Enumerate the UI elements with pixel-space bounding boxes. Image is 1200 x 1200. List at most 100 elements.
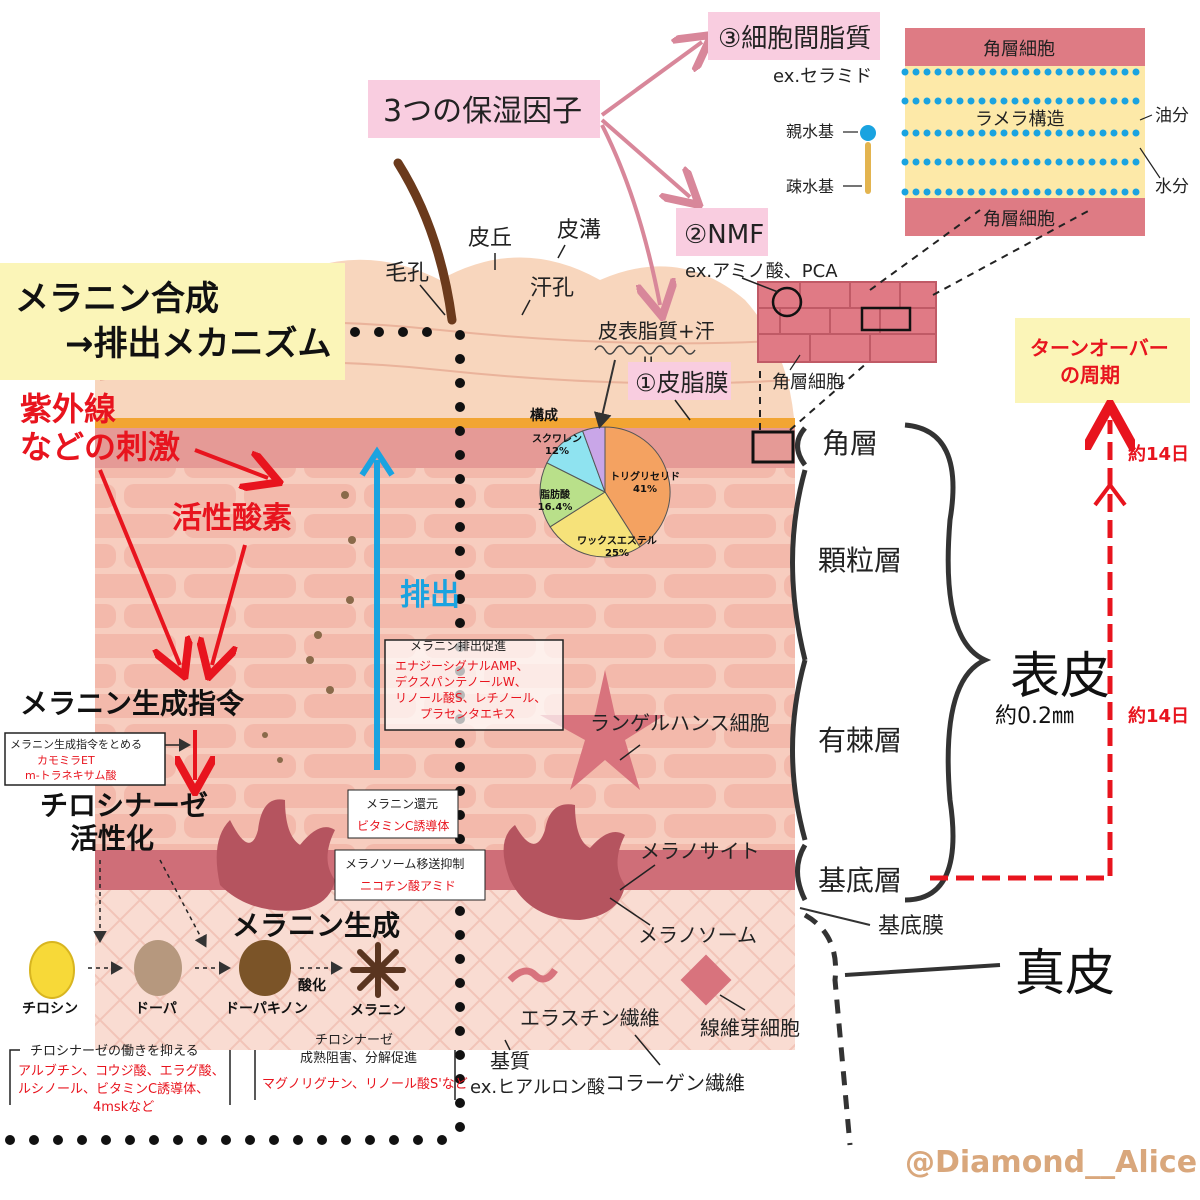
oil-leader: [1139, 114, 1153, 121]
excretion-box-title: メラニン排出促進: [410, 639, 506, 653]
water-leader: [1139, 147, 1161, 179]
sweat-pore-leader: [521, 299, 531, 316]
spinous-label: 有棘層: [818, 724, 902, 757]
excretion-item-4: プラセンタエキス: [420, 707, 516, 721]
hydrophobic-label: 疎水基: [786, 177, 834, 196]
melanin-icon: [350, 942, 406, 998]
turnover-title-1: ターンオーバー: [1030, 336, 1169, 360]
inhibit-item-1: アルブチン、コウジ酸、エラグ酸、: [18, 1063, 225, 1079]
dopa-icon: [134, 940, 182, 996]
skin-cross-section: [95, 158, 795, 1050]
cell-labels: ランゲルハンス細胞 メラノサイト メラノソーム エラスチン繊維 線維芽細胞 基質…: [470, 711, 800, 1098]
sebum-label: ①皮脂膜: [635, 369, 729, 397]
melanin-command-label: メラニン生成指令: [20, 687, 245, 720]
melanocyte-right: [503, 804, 625, 920]
hydrophobic-tail-icon: [865, 142, 871, 194]
hydrophilic-head-icon: [860, 125, 876, 141]
pie-value-2: 16.4%: [538, 502, 573, 513]
epidermis-label: 表皮: [1010, 647, 1110, 705]
basal-label: 基底層: [818, 864, 902, 897]
melanin-mechanism: 紫外線 などの刺激 活性酸素 メラニン生成指令 メラニン生成指令をとめる カモミ…: [4, 390, 468, 1115]
stratum-corneum-label: 角層: [822, 427, 878, 460]
title-line1: メラニン合成: [15, 279, 219, 319]
arrow-to-intercellular: [600, 42, 702, 117]
title-line2: →排出メカニズム: [65, 324, 332, 364]
pore-label: 毛孔: [385, 261, 429, 286]
corneocyte-zoom: 角層細胞: [741, 209, 1091, 464]
moisture-factors: 3つの保湿因子 ③細胞間脂質 ex.セラミド ②NMF ex.アミノ酸、PCA …: [368, 12, 880, 421]
arrow-stimulus-to-ros: [194, 448, 268, 478]
melanin-label: メラニン: [350, 1003, 406, 1019]
stop-command-item-1: カモミラET: [37, 754, 95, 767]
turnover-arrow: [930, 420, 1110, 881]
matrix-label: 基質: [490, 1049, 530, 1073]
dermis-arrow-line: [844, 963, 1001, 977]
arrow-to-nmf: [600, 118, 690, 197]
melanosome-leader: [609, 897, 651, 926]
fibroblast-icon: [680, 954, 732, 1006]
stimulus-line1: 紫外線: [20, 390, 116, 428]
pie-value-3: 12%: [545, 446, 569, 457]
stop-command-item-2: m-トラネキサム酸: [25, 768, 116, 782]
lamellar-top-label: 角層細胞: [983, 39, 1055, 60]
collagen-leader: [634, 1034, 661, 1066]
melanin-granule: [277, 757, 283, 763]
arrow-stimulus-to-command: [98, 469, 180, 665]
zoom-line-4: [789, 361, 869, 431]
hydrophilic-label: 親水基: [786, 122, 834, 141]
reduction-title: メラニン還元: [366, 797, 438, 811]
corneocyte-block: [757, 281, 937, 363]
melanin-granule: [341, 491, 349, 499]
excretion-label: 排出: [400, 578, 460, 613]
pie-title: 構成: [530, 407, 558, 424]
dopaquinone-label: ドーパキノン: [225, 1001, 308, 1017]
langerhans-label: ランゲルハンス細胞: [590, 711, 770, 735]
excretion-box: [384, 639, 564, 731]
excretion-arrowhead: [359, 446, 395, 477]
title-box-bg: [0, 263, 345, 380]
stratum-zoom-box: [751, 430, 795, 464]
reduction-item-1: ビタミンC誘導体: [357, 819, 449, 833]
tyrosinase-line2: 活性化: [70, 822, 154, 855]
basal-brace: [795, 843, 808, 902]
inhibit-item-2: ルシノール、ビタミンC誘導体、: [18, 1082, 209, 1097]
sweat-pore-label: 汗孔: [530, 276, 574, 301]
turnover-lower-days: 約14日: [1128, 705, 1189, 727]
inhibit-item-3: 4mskなど: [93, 1100, 154, 1115]
transport-box: [334, 849, 486, 901]
melanin-granules: [262, 491, 356, 763]
credit-label: @Diamond__Alice: [905, 1145, 1197, 1180]
fibroblast-label: 線維芽細胞: [700, 1016, 800, 1040]
pie-pointer: [593, 359, 616, 429]
tyrosine-label: チロシン: [22, 1001, 78, 1017]
pie-slice-1: [549, 491, 641, 558]
pore-leader: [419, 284, 446, 316]
corneocyte-bottom-layer: [905, 198, 1145, 236]
dermis-brace: [803, 912, 853, 1146]
langerhans-cell: [540, 670, 665, 790]
melanin-granule: [314, 631, 322, 639]
sebum-wavy-brace: [594, 345, 696, 355]
sebum-box: [628, 362, 731, 400]
intercellular-label: ③細胞間脂質: [718, 24, 871, 54]
epidermis-thickness: 約0.2㎜: [995, 704, 1074, 729]
stratum-corneum-band: [95, 428, 795, 468]
nmf-example: ex.アミノ酸、PCA: [685, 261, 838, 282]
tyrosine-icon: [29, 941, 75, 999]
oxidation-label: 酸化: [298, 977, 326, 994]
moisture-title-box: [368, 80, 600, 138]
lamellar-middle-label: ラメラ構造: [975, 109, 1064, 130]
pie-label-2: 脂肪酸: [539, 488, 571, 501]
lamellar-structure: 角層細胞 ラメラ構造 角層細胞 親水基 疎水基 油分 水分: [786, 28, 1189, 236]
spinous-brace: [790, 659, 808, 841]
sebum-formula: 皮表脂質+汗: [598, 319, 715, 343]
fibroblast-leader: [719, 994, 746, 1011]
maturation-title-2: 成熟阻害、分解促進: [300, 1050, 417, 1066]
basement-membrane-label: 基底膜: [878, 914, 944, 939]
arrow-to-sebum: [600, 124, 660, 305]
inhibition-boxes: メラニン還元 ビタミンC誘導体 メラノソーム移送抑制 ニコチン酸アミド: [334, 789, 486, 901]
sebum-film-band: [95, 418, 795, 428]
